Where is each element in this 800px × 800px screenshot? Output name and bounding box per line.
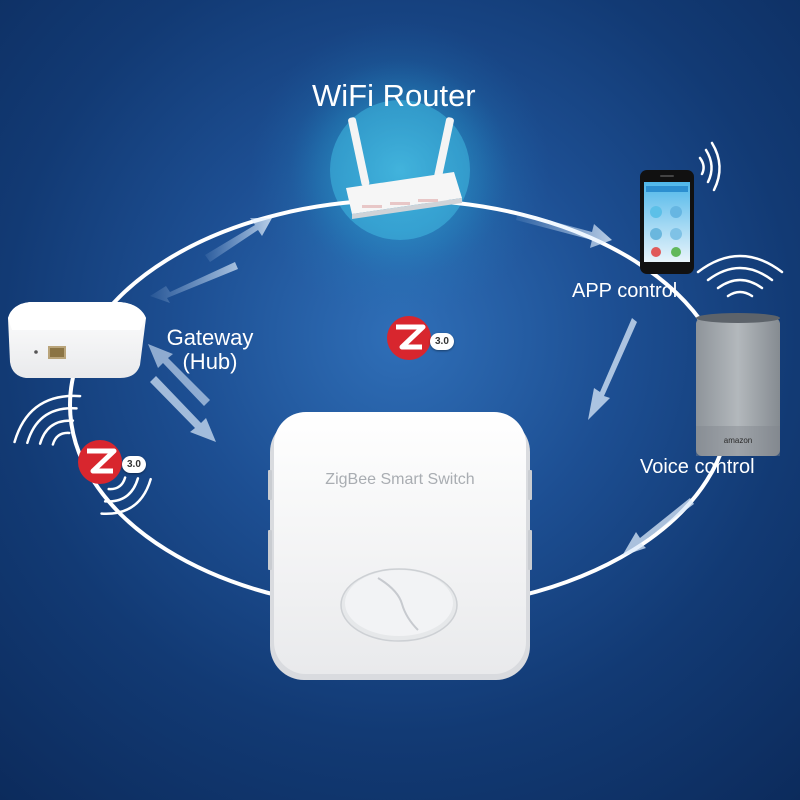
signal-waves-icon <box>13 394 152 515</box>
direction-arrow-icon <box>148 344 210 406</box>
direction-arrow-icon <box>516 212 612 248</box>
speaker-brand: amazon <box>724 436 752 445</box>
voice-control-label: Voice control <box>640 456 755 478</box>
direction-arrow-icon <box>588 318 637 420</box>
gateway-label: Gateway (Hub) <box>160 325 260 375</box>
wifi-router-icon <box>346 117 462 219</box>
switch-label: ZigBee Smart Switch <box>325 471 475 488</box>
gateway-hub-icon <box>8 302 146 378</box>
smart-speaker-icon: amazon <box>696 313 780 456</box>
zigbee-logo-icon <box>387 316 431 360</box>
gateway-label-line2: (Hub) <box>182 349 238 375</box>
zigbee-switch-device <box>268 412 532 680</box>
app-control-label: APP control <box>572 280 678 302</box>
signal-waves-icon <box>698 141 721 192</box>
direction-arrow-icon <box>150 262 238 303</box>
zigbee-logo-icon <box>78 440 122 484</box>
router-label: WiFi Router <box>312 78 476 113</box>
signal-waves-icon <box>696 254 784 298</box>
router-glow <box>250 20 550 320</box>
smartphone-icon <box>640 170 694 274</box>
direction-arrow-icon <box>150 376 216 442</box>
zigbee-version-badge: 3.0 <box>122 456 146 473</box>
direction-arrow-icon <box>622 498 694 556</box>
direction-arrow-icon <box>205 218 272 262</box>
gateway-label-line1: Gateway <box>166 325 254 350</box>
zigbee-version-badge: 3.0 <box>430 333 454 350</box>
